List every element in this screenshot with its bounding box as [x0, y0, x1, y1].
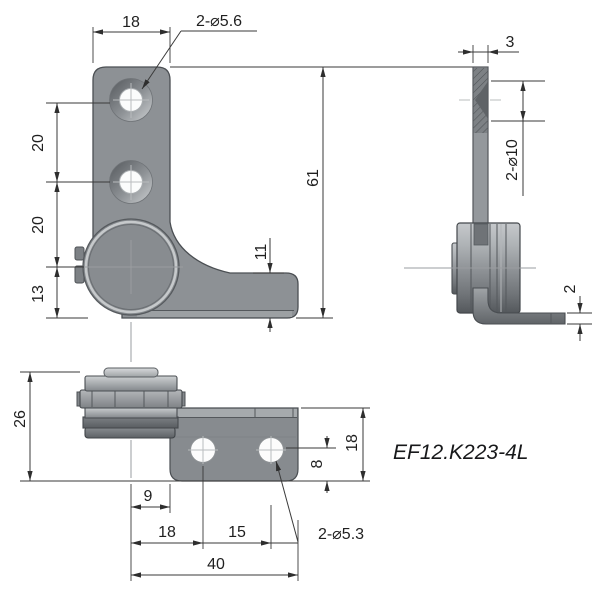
dim-side-foot-thickness: 2: [562, 284, 579, 293]
front-arm-flange-band: [137, 311, 292, 317]
front-view: 18 2-⌀5.6 61 20 20 13 11: [30, 13, 473, 362]
front-boss-tab: [74, 246, 85, 261]
bottom-plate-flange-band: [171, 408, 297, 418]
front-dimensions: 18 2-⌀5.6 61 20 20 13 11: [30, 13, 473, 332]
dim-front-arm-height: 11: [253, 244, 270, 261]
dim-bottom-height: 26: [12, 410, 29, 428]
dim-bottom-total: 40: [207, 556, 225, 573]
leader-front-holes: [141, 30, 182, 90]
bottom-knob-cap: [103, 367, 159, 378]
dim-bottom-edge-offset: 8: [309, 459, 326, 468]
bottom-dimensions: 26 9 18 15 40 2-⌀5.3 18: [12, 371, 370, 581]
side-countersink-section: [473, 68, 488, 133]
front-hole-bottom: [109, 160, 153, 204]
dim-front-height: 61: [305, 169, 322, 187]
dim-side-countersink: 2-⌀10: [504, 139, 521, 181]
dim-front-holes: 2-⌀5.6: [196, 13, 242, 30]
dim-bottom-offset: 9: [144, 488, 153, 505]
bottom-view: 26 9 18 15 40 2-⌀5.3 18: [12, 367, 370, 581]
dim-bottom-holes: 2-⌀5.3: [318, 526, 364, 543]
dim-bottom-pitch-a: 18: [158, 524, 176, 541]
side-plate-seam: [473, 223, 489, 246]
dim-front-bottom: 13: [30, 285, 47, 303]
bottom-hole-right: [256, 436, 286, 464]
side-dimensions: 3 2-⌀10 2: [458, 34, 592, 341]
dim-front-pitch-b: 20: [30, 216, 47, 234]
side-view: 3 2-⌀10 2: [404, 34, 592, 341]
bottom-knob: [76, 367, 186, 439]
leader-bottom-holes: [275, 460, 299, 543]
part-number-label: EF12.K223-4L: [393, 441, 528, 464]
front-hole-top: [109, 78, 153, 122]
dim-bottom-pitch-b: 15: [228, 524, 246, 541]
dim-side-thickness: 3: [506, 34, 515, 51]
bottom-hole-left: [188, 436, 218, 464]
dim-front-width: 18: [122, 14, 140, 31]
dim-front-pitch-a: 20: [30, 134, 47, 152]
side-foot: [472, 287, 566, 325]
dim-bottom-plate-width: 18: [344, 434, 361, 452]
